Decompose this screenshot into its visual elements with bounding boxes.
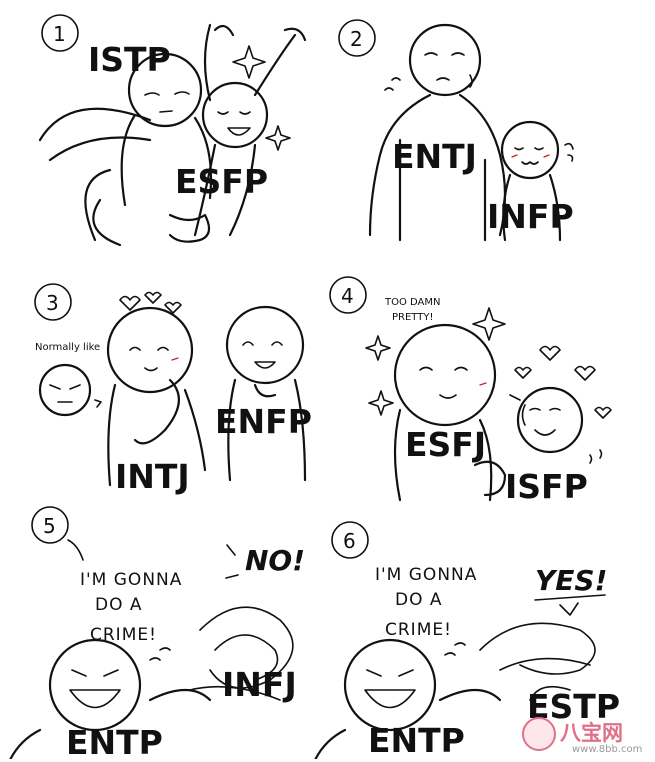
watermark-logo-icon bbox=[522, 717, 556, 751]
label-entp-6: ENTP bbox=[368, 721, 465, 760]
label-infj: INFJ bbox=[222, 665, 297, 704]
panel-4-caption-line2: PRETTY! bbox=[392, 312, 433, 323]
panel-3-drawing: 3 Normally like bbox=[34, 283, 307, 487]
panel-6-speech-line1: I'M GONNA bbox=[375, 565, 477, 585]
label-esfp: ESFP bbox=[175, 162, 269, 201]
watermark-url: www.8bb.com bbox=[572, 744, 643, 755]
label-isfp: ISFP bbox=[505, 467, 588, 506]
panel-4-number: 4 bbox=[341, 284, 354, 308]
panel-2-number: 2 bbox=[350, 27, 363, 51]
panel-5-speech-line1: I'M GONNA bbox=[80, 570, 182, 590]
panel-5-shout: NO! bbox=[245, 544, 305, 577]
panel-6-speech-line2: DO A bbox=[395, 590, 443, 610]
label-entp-5: ENTP bbox=[66, 723, 163, 762]
panel-3-caption: Normally like bbox=[35, 342, 100, 353]
label-infp: INFP bbox=[487, 197, 574, 236]
panel-5-speech-line3: CRIME! bbox=[90, 625, 157, 645]
label-istp: ISTP bbox=[88, 40, 171, 79]
watermark-brand: 八宝网 bbox=[560, 721, 623, 745]
label-entj: ENTJ bbox=[392, 137, 477, 176]
panel-1-number: 1 bbox=[53, 22, 66, 46]
panel-3-number: 3 bbox=[46, 291, 59, 315]
panel-4-number-circle bbox=[329, 276, 367, 314]
panel-4-drawing: 4 TOO DAMN PRETTY! bbox=[329, 276, 612, 502]
label-esfj: ESFJ bbox=[405, 425, 487, 464]
panel-2-number-circle bbox=[338, 19, 376, 57]
panel-4-caption-line1: TOO DAMN bbox=[384, 297, 441, 308]
panel-6-number-circle bbox=[331, 521, 369, 559]
panel-1-number-circle bbox=[41, 14, 79, 52]
panel-6-number: 6 bbox=[343, 529, 356, 553]
panel-5-speech-line2: DO A bbox=[95, 595, 143, 615]
panel-1-drawing: 1 bbox=[38, 14, 307, 247]
label-enfp: ENFP bbox=[215, 402, 312, 441]
panel-5-drawing: 5 I'M GONNA DO A CRIME! NO! bbox=[9, 506, 305, 759]
panel-5-number: 5 bbox=[43, 514, 56, 538]
panel-6-drawing: 6 I'M GONNA DO A CRIME! YES! bbox=[314, 521, 607, 759]
watermark: 八宝网 www.8bb.com bbox=[520, 715, 650, 757]
label-intj: INTJ bbox=[115, 457, 190, 496]
panel-6-shout: YES! bbox=[535, 564, 607, 597]
panel-6-speech-line3: CRIME! bbox=[385, 620, 452, 640]
panel-5-number-circle bbox=[31, 506, 69, 544]
panel-2-drawing: 2 bbox=[338, 19, 574, 242]
panel-3-number-circle bbox=[34, 283, 72, 321]
